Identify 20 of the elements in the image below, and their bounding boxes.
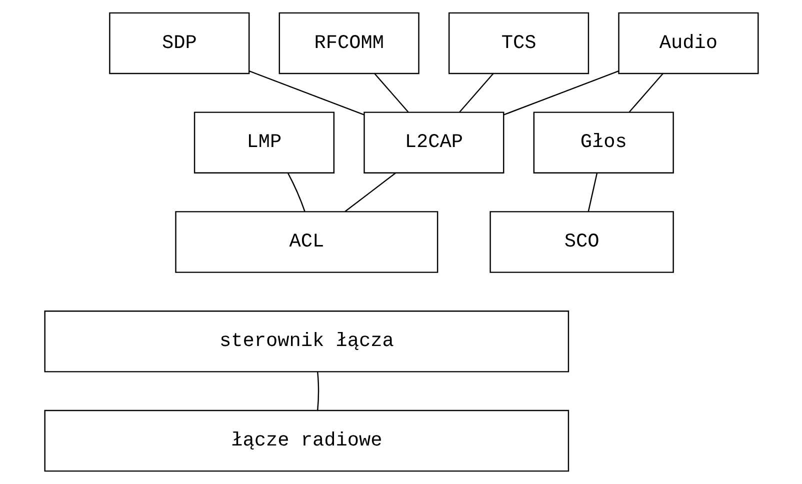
- node-box: łącze radiowe: [44, 410, 569, 472]
- connector: [587, 172, 598, 212]
- connector: [502, 70, 618, 116]
- connector: [628, 73, 663, 112]
- node-box: SDP: [108, 12, 250, 74]
- node-box: ACL: [174, 211, 438, 273]
- connector: [316, 372, 319, 410]
- node-box: TCS: [448, 12, 589, 74]
- node-box: Audio: [618, 12, 758, 74]
- connector: [374, 73, 408, 112]
- connector: [286, 172, 305, 212]
- connector: [344, 172, 396, 212]
- node-box: LMP: [193, 112, 334, 174]
- node-box: RFCOMM: [278, 12, 419, 74]
- connector: [458, 73, 494, 112]
- node-box: Głos: [532, 112, 674, 174]
- node-box: L2CAP: [363, 112, 504, 174]
- node-box: SCO: [489, 211, 674, 273]
- connector: [248, 70, 364, 116]
- node-box: sterownik łącza: [44, 310, 569, 372]
